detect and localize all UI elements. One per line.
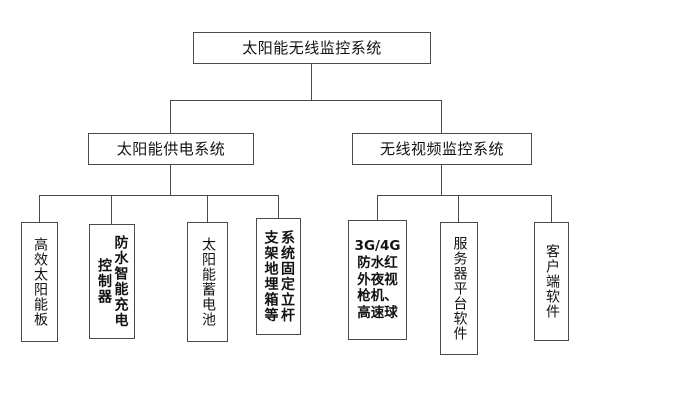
node-charge-controller-label: 防水智能充电控制器 <box>96 235 129 328</box>
connector-drop-mounting <box>278 195 279 218</box>
node-power-system-label: 太阳能供电系统 <box>116 139 226 158</box>
connector-level1-bus <box>170 100 442 101</box>
connector-drop-charge-controller <box>111 195 112 224</box>
node-video-system-label: 无线视频监控系统 <box>379 139 504 158</box>
node-camera-label: 3G/4G 防水红 外夜视 枪机、 高速球 <box>354 237 401 322</box>
node-charge-controller[interactable]: 防水智能充电控制器 <box>89 224 135 339</box>
node-power-system[interactable]: 太阳能供电系统 <box>88 133 254 165</box>
connector-drop-camera <box>377 195 378 220</box>
node-server-platform-label: 服务器平台软件 <box>451 236 468 341</box>
node-camera[interactable]: 3G/4G 防水红 外夜视 枪机、 高速球 <box>348 220 407 340</box>
connector-video-system-bus <box>377 195 552 196</box>
node-mounting[interactable]: 系统固定立杆支架地埋箱等 <box>256 218 301 335</box>
node-client-software-label: 客户端软件 <box>544 244 561 319</box>
connector-drop-client-software <box>551 195 552 222</box>
connector-video-system-drop <box>441 165 442 195</box>
node-root-label: 太阳能无线监控系统 <box>242 38 382 57</box>
node-mounting-label: 系统固定立杆支架地埋箱等 <box>262 230 296 323</box>
node-battery[interactable]: 太阳能蓄电池 <box>187 222 228 342</box>
node-client-software[interactable]: 客户端软件 <box>534 222 569 341</box>
connector-drop-server-platform <box>458 195 459 222</box>
connector-drop-video-system <box>441 100 442 133</box>
connector-drop-battery <box>207 195 208 222</box>
connector-drop-power-system <box>170 100 171 133</box>
node-server-platform[interactable]: 服务器平台软件 <box>440 222 478 355</box>
node-solar-panel-label: 高效太阳能板 <box>32 237 49 327</box>
node-video-system[interactable]: 无线视频监控系统 <box>352 133 532 165</box>
connector-drop-solar-panel <box>39 195 40 222</box>
node-battery-label: 太阳能蓄电池 <box>200 237 217 327</box>
connector-power-system-drop <box>170 165 171 195</box>
node-solar-panel[interactable]: 高效太阳能板 <box>21 222 58 342</box>
connector-root-drop <box>311 64 312 100</box>
connector-power-system-bus <box>39 195 278 196</box>
node-root[interactable]: 太阳能无线监控系统 <box>193 32 431 64</box>
